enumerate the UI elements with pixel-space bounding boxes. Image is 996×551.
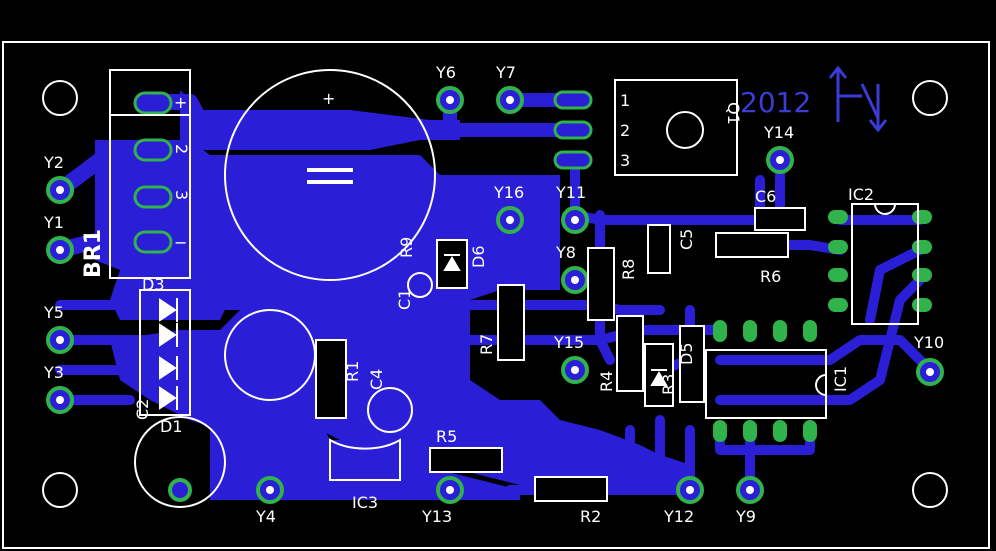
mounting-hole-icon	[912, 80, 948, 116]
c2-label: C2	[133, 399, 152, 420]
capacitor-icon	[134, 416, 226, 508]
testpoint-y15: Y15	[553, 333, 584, 352]
silkscreen	[109, 69, 919, 508]
c5-label: C5	[677, 229, 696, 250]
logo-arrows-icon: 2012	[740, 65, 888, 133]
d3-label: D3	[142, 275, 165, 294]
testpoint-y1: Y1	[43, 213, 64, 232]
ic3-label: IC3	[352, 493, 378, 512]
testpoint-y14: Y14	[763, 123, 794, 142]
r1-label: R1	[343, 361, 362, 382]
ic1-outline	[705, 349, 827, 419]
c5-body	[647, 224, 671, 274]
d1-label: D1	[160, 417, 183, 436]
testpoint-y11: Y11	[555, 183, 586, 202]
br1-label: BR1	[81, 229, 106, 278]
testpoint-y7: Y7	[495, 63, 516, 82]
r6-body	[715, 232, 789, 258]
testpoint-y4: Y4	[255, 507, 276, 526]
d5-label: D5	[677, 343, 696, 366]
mounting-hole-icon	[42, 472, 78, 508]
r6-label: R6	[760, 267, 781, 286]
r9-label: R9	[397, 237, 416, 258]
mounting-hole-icon	[42, 80, 78, 116]
mounting-holes	[42, 80, 948, 508]
testpoint-y5: Y5	[43, 303, 64, 322]
testpoint-y16: Y16	[493, 183, 524, 202]
q1-pin1: 1	[620, 91, 630, 110]
r4-body	[616, 315, 644, 392]
q1-outline	[614, 79, 738, 176]
testpoint-y2: Y2	[43, 153, 64, 172]
r4-label: R4	[597, 371, 616, 392]
q1-pin2: 2	[620, 121, 630, 140]
r7-label: R7	[477, 334, 496, 355]
r2-body	[534, 476, 608, 502]
testpoint-y10: Y10	[913, 333, 944, 352]
ic2-label: IC2	[848, 185, 874, 204]
br1-pin2: 2	[172, 144, 191, 154]
capacitor-icon	[224, 69, 436, 281]
ic2-outline	[851, 203, 919, 325]
diode-array	[139, 289, 191, 416]
cap-plus: +	[322, 89, 335, 108]
r2-label: R2	[580, 507, 601, 526]
r5-label: R5	[436, 427, 457, 446]
capacitor-icon	[367, 387, 413, 433]
r7-body	[497, 284, 525, 361]
testpoint-y13: Y13	[421, 507, 452, 526]
bridge-rectifier-outline	[109, 69, 191, 279]
q1-pin3: 3	[620, 151, 630, 170]
testpoint-y9: Y9	[735, 507, 756, 526]
r8-body	[587, 247, 615, 321]
c4-label: C4	[367, 369, 386, 390]
testpoint-y12: Y12	[663, 507, 694, 526]
d6-label: D6	[469, 246, 488, 269]
br1-plus: +	[174, 93, 187, 112]
c1-label: C1	[395, 289, 414, 310]
q1-label: Q1	[724, 102, 743, 125]
r8-label: R8	[619, 259, 638, 280]
testpoint-y8: Y8	[555, 243, 576, 262]
logo-year: 2012	[740, 86, 811, 119]
r5-body	[429, 447, 503, 473]
diode-icon	[159, 254, 668, 410]
r1-body	[315, 339, 347, 419]
br1-pin3: 3	[172, 190, 191, 200]
r3-body	[679, 325, 705, 403]
ic1-label: IC1	[831, 366, 850, 392]
testpoint-y6: Y6	[435, 63, 456, 82]
br1-minus: −	[174, 233, 187, 252]
c6-body	[754, 207, 806, 231]
testpoint-y3: Y3	[43, 363, 64, 382]
r3-label: R3	[659, 374, 678, 395]
mounting-hole-icon	[912, 472, 948, 508]
c6-label: C6	[755, 187, 776, 206]
